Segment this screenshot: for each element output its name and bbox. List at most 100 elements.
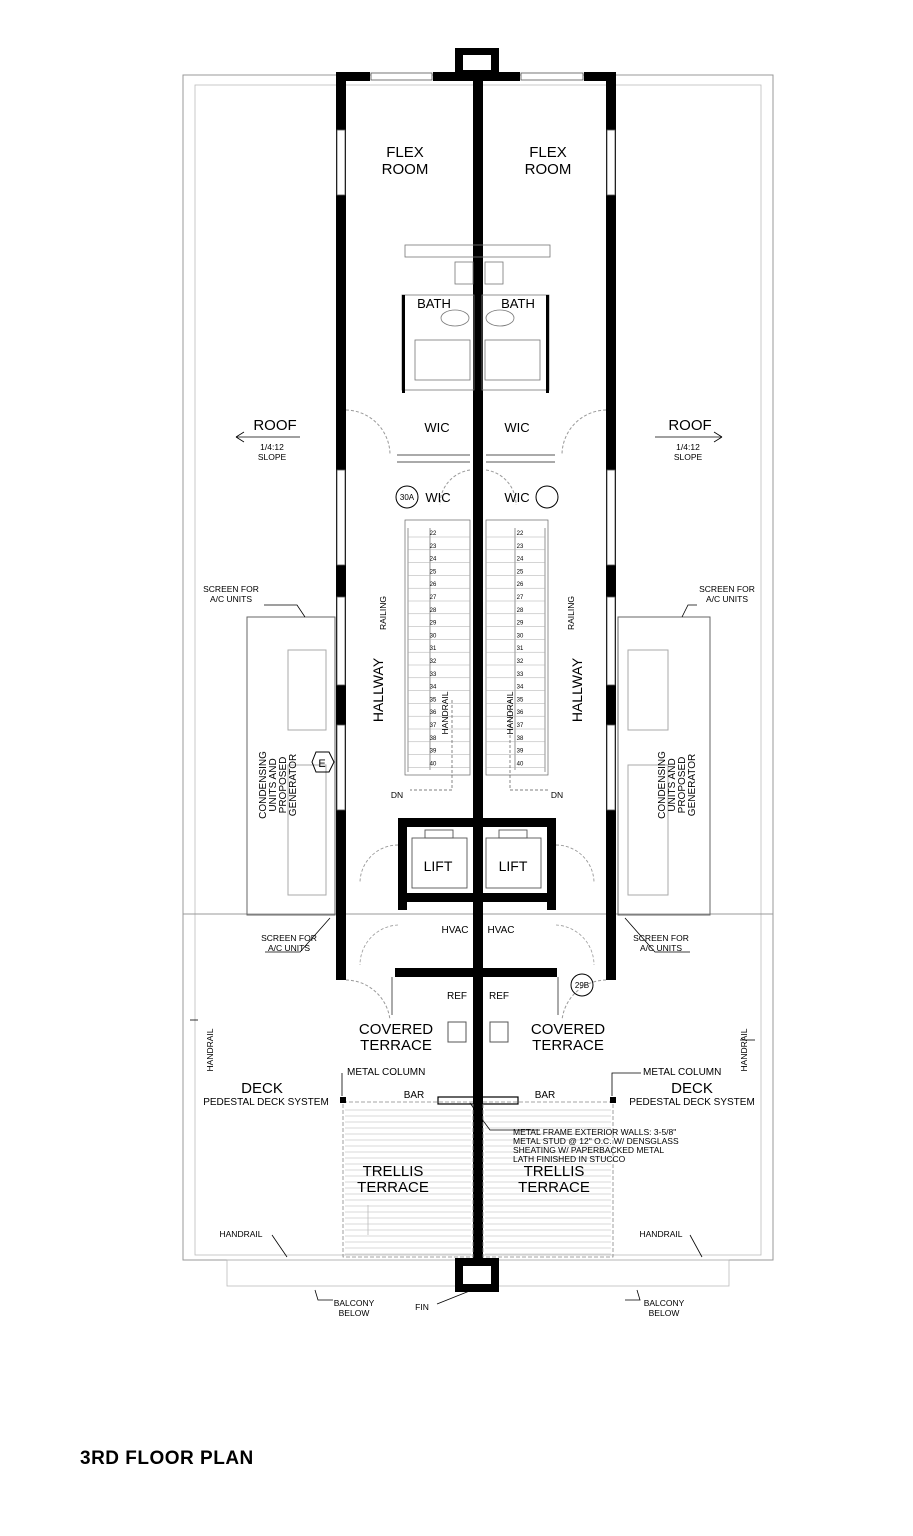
stair-step-number: 26 <box>430 582 437 588</box>
covered-terrace-left-label: COVERED <box>359 1021 433 1038</box>
screen-lower-left-label-2: A/C UNITS <box>268 943 310 953</box>
hvac-left-label: HVAC <box>441 925 468 936</box>
deck-system-right-label: PEDESTAL DECK SYSTEM <box>629 1097 755 1108</box>
handrail-stair-right-label: HANDRAIL <box>505 691 515 734</box>
wall-note-line-3: SHEATING W/ PAPERBACKED METAL <box>513 1145 664 1155</box>
stair-step-number: 31 <box>517 646 524 652</box>
drawing-title: 3RD FLOOR PLAN <box>80 1448 254 1469</box>
metal-column-left <box>340 1097 346 1103</box>
stair-step-number: 34 <box>430 685 437 691</box>
roof-right-slope: 1/4:12 <box>676 442 700 452</box>
wall-note-line-2: METAL STUD @ 12" O.C. W/ DENSGLASS <box>513 1136 679 1146</box>
leader-lines <box>190 431 755 1305</box>
stair-step-number: 35 <box>517 697 524 703</box>
screen-left-label-2: A/C UNITS <box>210 594 252 604</box>
fin-label: FIN <box>415 1302 429 1312</box>
stair-step-number: 27 <box>517 595 524 601</box>
bar-left-label: BAR <box>404 1090 425 1101</box>
bath-wall-left <box>402 295 405 393</box>
hvac-doors <box>359 924 595 966</box>
tag-30a-circle <box>395 485 419 509</box>
wic-lower-right-label: WIC <box>504 490 529 505</box>
screen-lower-right-label: SCREEN FOR <box>633 933 689 943</box>
stair-step-number: 40 <box>430 761 437 767</box>
balcony-left-label-2: BELOW <box>339 1308 370 1318</box>
balcony-right-label-2: BELOW <box>649 1308 680 1318</box>
stair-step-number: 25 <box>517 569 524 575</box>
screen-left-label: SCREEN FOR <box>203 584 259 594</box>
lift-shafts <box>398 818 556 910</box>
hvac-right-label: HVAC <box>487 925 514 936</box>
bath-left-label: BATH <box>417 296 451 311</box>
stair-step-number: 23 <box>430 544 437 550</box>
stair-step-number: 23 <box>517 544 524 550</box>
trellis-terrace-right-label: TRELLIS <box>524 1163 585 1180</box>
covered-terrace-right-label-2: TERRACE <box>532 1037 604 1054</box>
flex-room-right-label: FLEX <box>529 144 567 161</box>
wall-note-line-4: LATH FINISHED IN STUCCO <box>513 1154 626 1164</box>
bottom-fin-inner <box>463 1266 491 1284</box>
stair-step-number: 38 <box>517 736 524 742</box>
roof-left-label: ROOF <box>253 417 296 434</box>
railing-left-label: RAILING <box>378 596 388 630</box>
roof-right-label: ROOF <box>668 417 711 434</box>
handrail-stair-left-label: HANDRAIL <box>440 691 450 734</box>
stair-step-number: 22 <box>430 531 437 537</box>
trellis-terrace-left-label: TRELLIS <box>363 1163 424 1180</box>
wall-note-line-1: METAL FRAME EXTERIOR WALLS: 3-5/8" <box>513 1127 676 1137</box>
wic-upper-left-label: WIC <box>424 420 449 435</box>
stair-step-number: 37 <box>517 723 524 729</box>
stair-step-number: 33 <box>517 672 524 678</box>
wic-lower-left-label: WIC <box>425 490 450 505</box>
stair-step-number: 40 <box>517 761 524 767</box>
deck-left-label: DECK <box>241 1080 283 1097</box>
tag-29b-label: 29B <box>575 981 589 990</box>
top-fin-inner <box>463 55 491 70</box>
stair-step-number: 36 <box>517 710 524 716</box>
stair-step-number: 28 <box>430 608 437 614</box>
bar-right-label: BAR <box>535 1090 556 1101</box>
tag-29b-circle <box>570 973 594 997</box>
screen-right-label: SCREEN FOR <box>699 584 755 594</box>
metal-column-right <box>610 1097 616 1103</box>
trellis-terrace-left-label-2: TERRACE <box>357 1179 429 1196</box>
flex-room-right-label-2: ROOM <box>525 161 572 178</box>
condensing-right-label-4: GENERATOR <box>687 754 698 816</box>
flex-room-left-label: FLEX <box>386 144 424 161</box>
condensing-left-label-group: CONDENSING UNITS AND PROPOSED GENERATOR <box>258 751 299 819</box>
balcony-right-label: BALCONY <box>644 1298 685 1308</box>
stair-step-number: 39 <box>430 749 437 755</box>
tag-e-label: E <box>318 758 325 770</box>
stair-step-number: 36 <box>430 710 437 716</box>
railing-right-label: RAILING <box>566 596 576 630</box>
condensing-right-label-3: PROPOSED <box>677 757 688 814</box>
stair-step-number: 29 <box>430 621 437 627</box>
ref-right-label: REF <box>489 991 509 1002</box>
stair-step-number: 29 <box>517 621 524 627</box>
stair-step-number: 30 <box>430 633 437 639</box>
stair-step-number: 24 <box>517 557 524 563</box>
ref-left-label: REF <box>447 991 467 1002</box>
screen-right-label-2: A/C UNITS <box>706 594 748 604</box>
stair-tread-lines <box>408 536 545 768</box>
condensing-right-label-2: UNITS AND <box>667 758 678 811</box>
ac-screens <box>246 616 711 916</box>
stair-dn-lines <box>410 700 550 791</box>
dn-right-label: DN <box>551 790 563 800</box>
lift-right-label: LIFT <box>499 858 528 874</box>
condensing-left-label: CONDENSING <box>258 751 269 819</box>
tag-30a-label: 30A <box>400 493 415 502</box>
stair-step-number: 24 <box>430 557 437 563</box>
hvac-walls <box>336 965 557 980</box>
stair-step-number: 39 <box>517 749 524 755</box>
roof-left-slope: 1/4:12 <box>260 442 284 452</box>
screen-lower-right-label-2: A/C UNITS <box>640 943 682 953</box>
screen-lower-left-label: SCREEN FOR <box>261 933 317 943</box>
stair-step-number: 30 <box>517 633 524 639</box>
condensing-right-label-group: CONDENSING UNITS AND PROPOSED GENERATOR <box>657 751 698 819</box>
covered-terrace-left-label-2: TERRACE <box>360 1037 432 1054</box>
stair-step-number: 25 <box>430 569 437 575</box>
bath-wall-right <box>546 295 549 393</box>
